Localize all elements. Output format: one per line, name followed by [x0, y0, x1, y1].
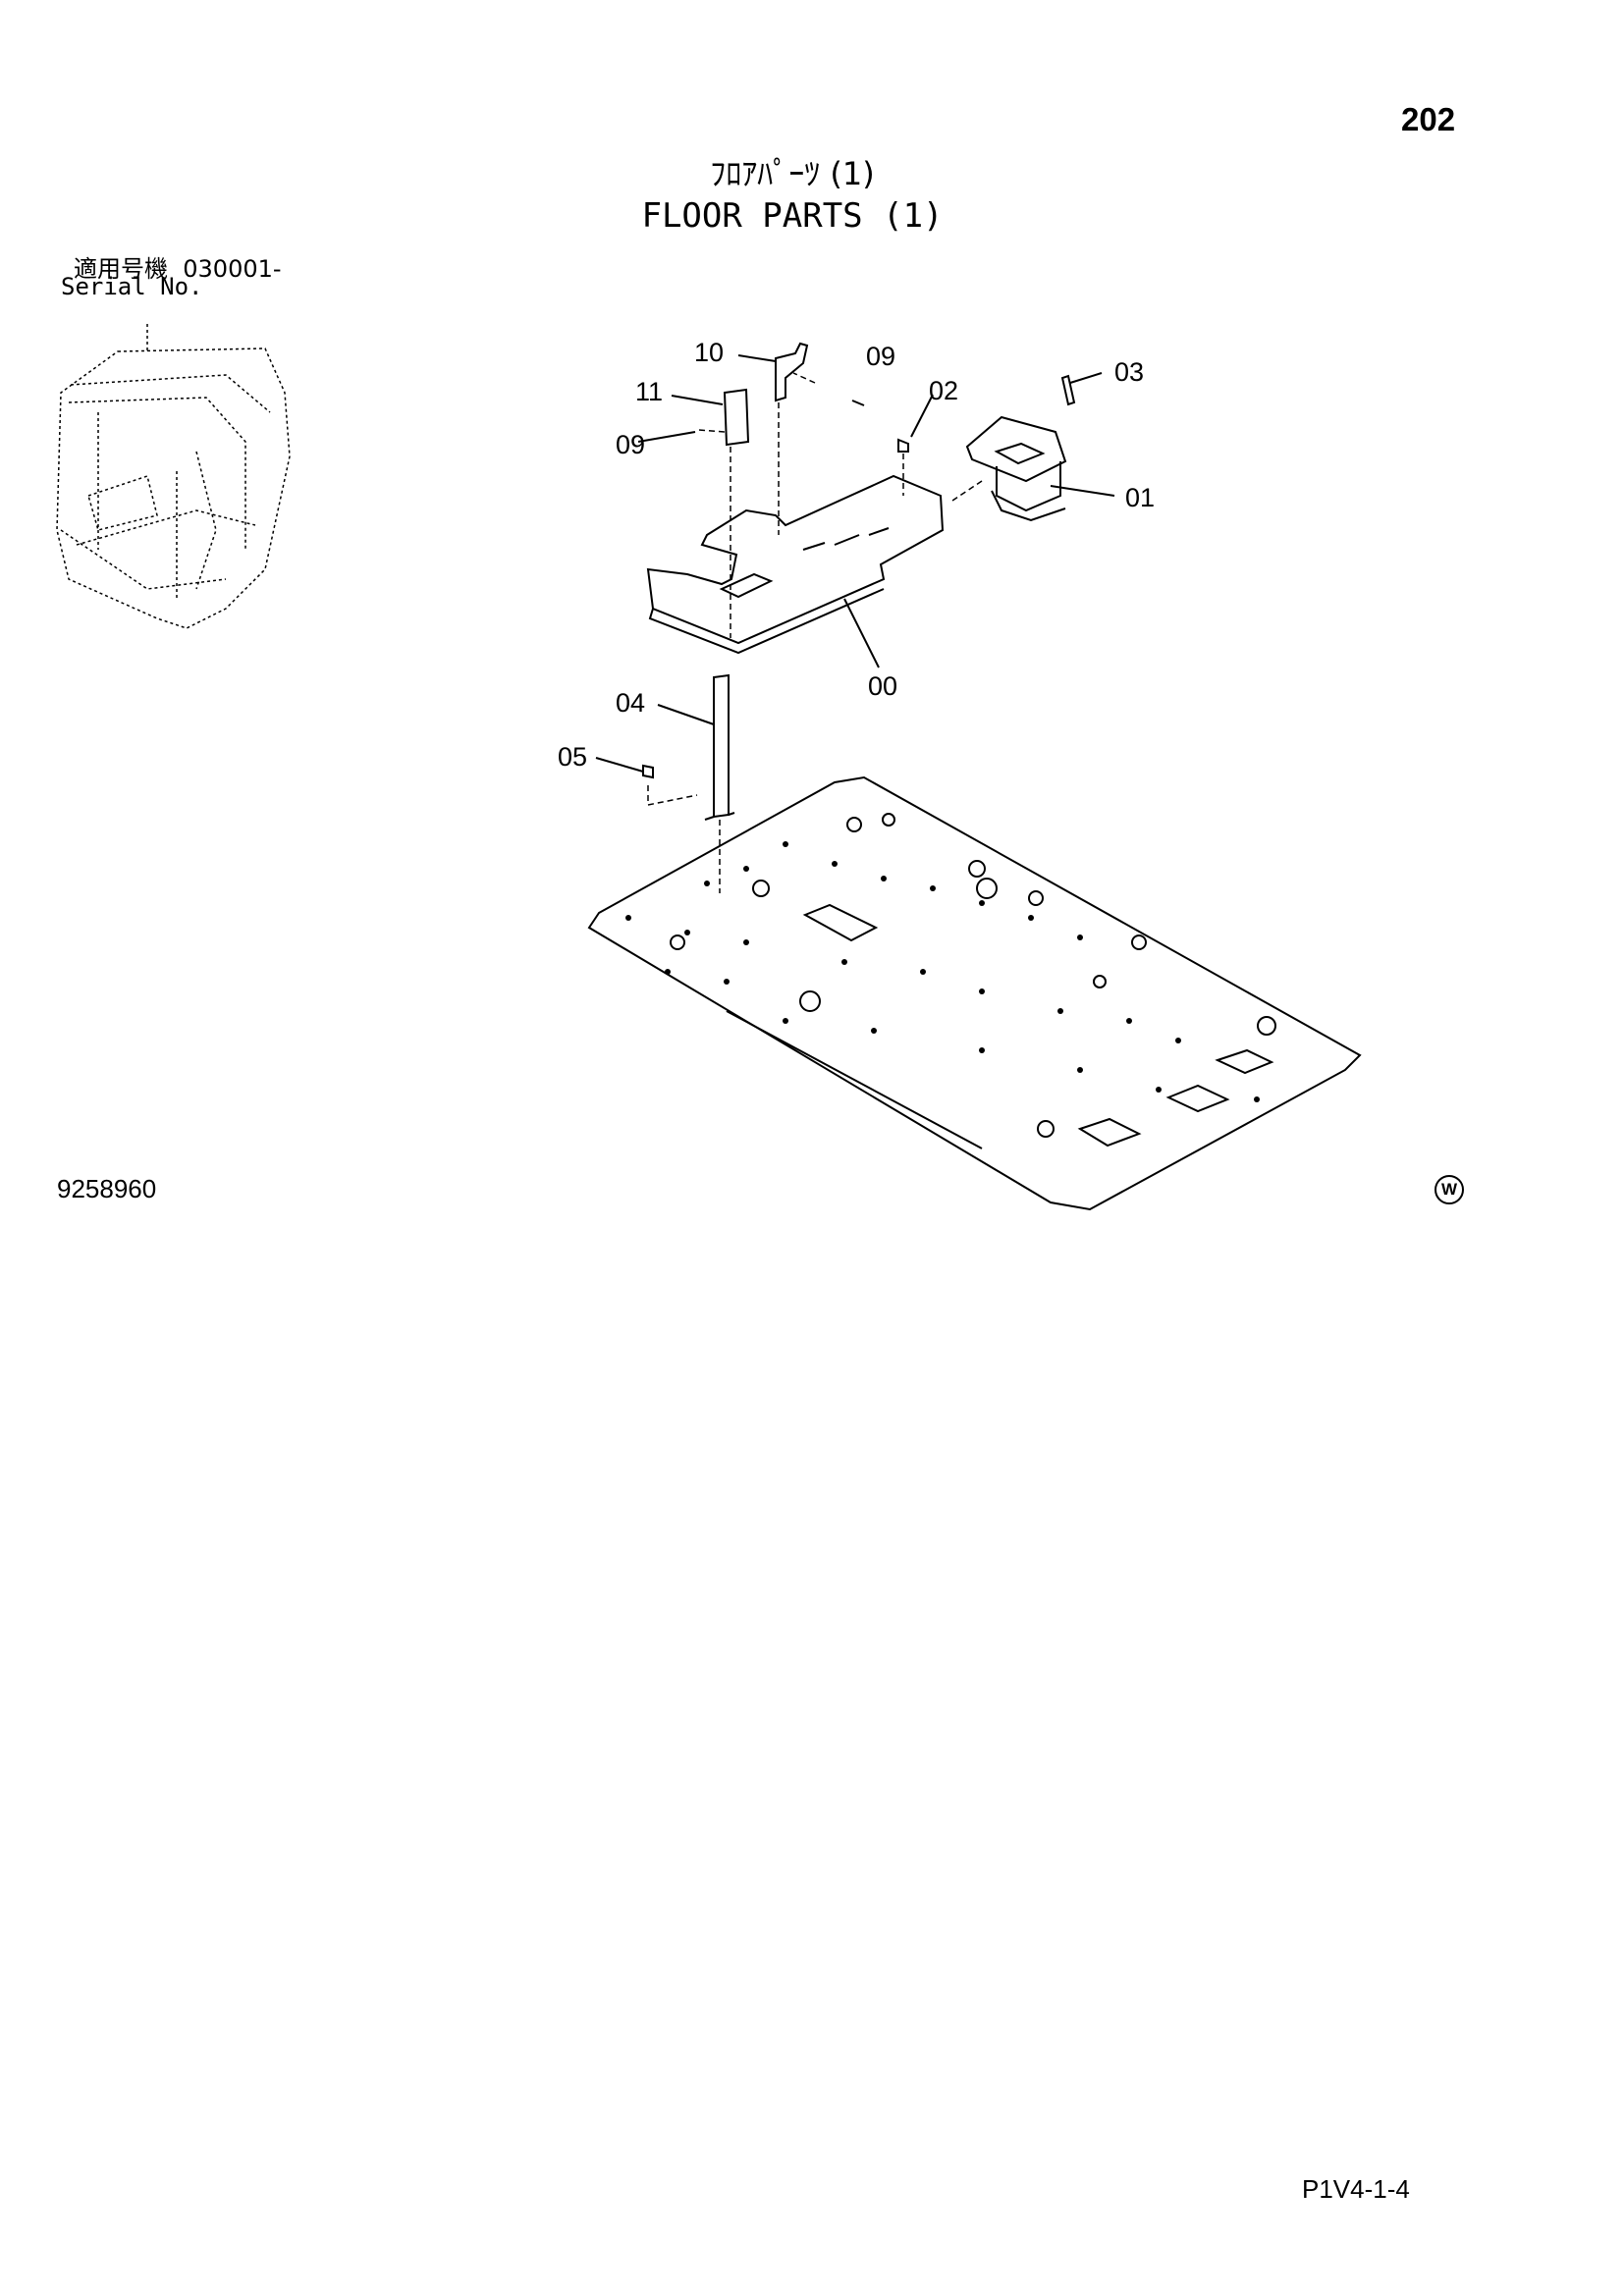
w-circle-mark: W — [1435, 1175, 1464, 1204]
part-label-09-upper: 09 — [866, 342, 895, 371]
bracket-assembly — [965, 415, 1067, 522]
plate-large-holes — [670, 813, 1276, 1138]
bolt-05 — [642, 764, 654, 779]
support-04 — [713, 673, 730, 819]
page-number: 202 — [1401, 101, 1456, 137]
drawing-number: 9258960 — [57, 1174, 157, 1203]
bracket-10 — [775, 342, 809, 402]
part-label-10: 10 — [694, 338, 724, 367]
serial-label-en: Serial No. — [61, 273, 203, 300]
pin-03 — [1060, 374, 1076, 406]
part-label-09-left: 09 — [616, 430, 645, 459]
bracket-11 — [723, 388, 750, 447]
plate-holes — [625, 841, 1260, 1102]
title-japanese: ﾌﾛｱﾊﾟｰﾂ (1) — [710, 155, 875, 192]
part-label-11: 11 — [635, 377, 663, 406]
serial-label-jp: 適用号機 030001- — [74, 249, 282, 284]
serial-label-jp-text: 適用号機 — [74, 255, 168, 283]
serial-number: 030001- — [183, 255, 282, 283]
part-label-03: 03 — [1114, 357, 1144, 387]
part-label-05: 05 — [558, 742, 587, 772]
main-floor-plate — [587, 775, 1362, 1211]
cab-inset-thumbnail — [56, 324, 291, 629]
page-code: P1V4-1-4 — [1302, 2174, 1410, 2204]
title-english: FLOOR PARTS (1) — [641, 196, 944, 236]
assembly-guide-lines — [647, 372, 983, 893]
part-label-04: 04 — [616, 688, 645, 718]
bolt-02 — [897, 438, 909, 453]
part-label-01: 01 — [1125, 483, 1155, 512]
leader-lines — [595, 354, 1115, 773]
upper-floor-plate — [646, 474, 945, 655]
part-label-02: 02 — [929, 376, 958, 405]
part-label-00: 00 — [868, 671, 897, 701]
